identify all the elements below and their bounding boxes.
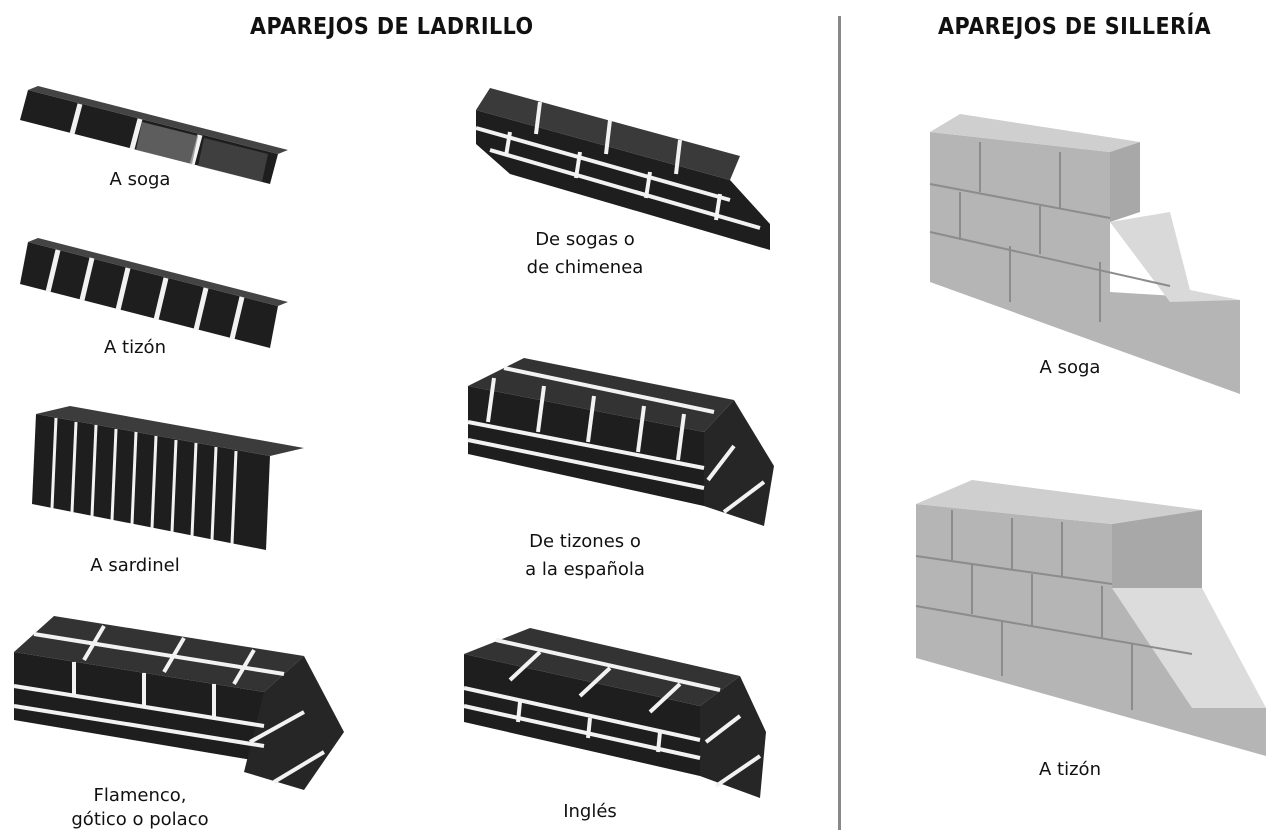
heading-aparejos-ladrillo: APAREJOS DE LADRILLO — [250, 14, 534, 40]
caption-brick-tizones-2: a la española — [525, 559, 645, 580]
caption-stone-soga: A soga — [1039, 357, 1101, 378]
brick-tizones-illustration — [467, 358, 774, 526]
brick-sardinel-illustration — [32, 406, 304, 550]
caption-brick-ingles: Inglés — [563, 801, 617, 822]
brick-flamenco-illustration — [13, 616, 344, 790]
brick-soga-illustration — [20, 86, 288, 184]
caption-brick-tizones-1: De tizones o — [529, 531, 641, 552]
caption-brick-sogas-2: de chimenea — [526, 257, 644, 278]
column-divider — [838, 16, 841, 830]
caption-brick-soga: A soga — [109, 169, 171, 190]
caption-brick-tizon: A tizón — [104, 337, 166, 358]
caption-stone-tizon: A tizón — [1039, 759, 1101, 780]
stone-soga-illustration — [929, 114, 1240, 394]
stone-tizon-illustration — [915, 480, 1266, 756]
caption-brick-flamenco-1: Flamenco, — [93, 785, 187, 806]
brick-tizon-illustration — [20, 238, 288, 348]
caption-brick-sogas-1: De sogas o — [535, 229, 635, 250]
brick-ingles-illustration — [463, 628, 766, 798]
caption-brick-sardinel: A sardinel — [90, 555, 180, 576]
brick-sogas-illustration — [475, 88, 770, 250]
heading-aparejos-silleria: APAREJOS DE SILLERÍA — [938, 14, 1212, 40]
caption-brick-flamenco-2: gótico o polaco — [71, 809, 209, 830]
